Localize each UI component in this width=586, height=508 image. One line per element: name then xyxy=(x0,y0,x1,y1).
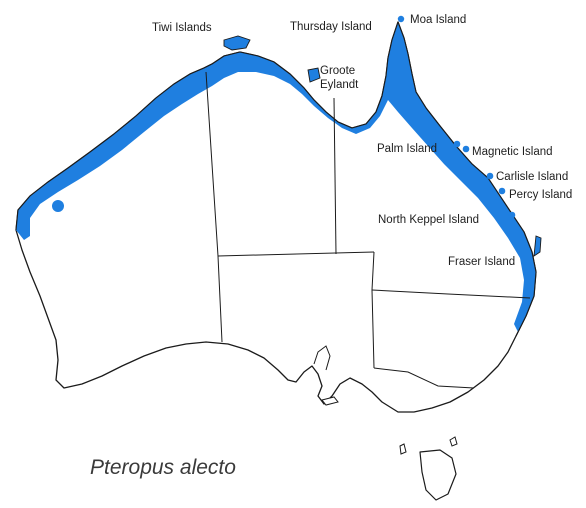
island-markers xyxy=(52,15,516,219)
label-eylandt: Eylandt xyxy=(320,79,359,91)
bass-strait-island-2 xyxy=(449,436,458,447)
label-thursday-island: Thursday Island xyxy=(290,21,372,33)
label-percy-island: Percy Island xyxy=(509,189,572,201)
coastline-north-east xyxy=(15,21,537,337)
kangaroo-island xyxy=(321,396,339,406)
gulf-detail xyxy=(313,345,331,371)
label-groote: Groote xyxy=(320,65,355,77)
range-band-coastal xyxy=(16,22,536,332)
label-tiwi-islands: Tiwi Islands xyxy=(152,22,212,34)
label-north-keppel-island: North Keppel Island xyxy=(378,214,479,226)
label-fraser-island: Fraser Island xyxy=(448,256,515,268)
western-range-dot xyxy=(52,200,64,212)
label-carlisle-island: Carlisle Island xyxy=(496,171,568,183)
moa-island-dot xyxy=(397,15,405,23)
bass-strait-island xyxy=(399,443,407,455)
species-caption: Pteropus alecto xyxy=(90,456,236,479)
percy-island-dot xyxy=(498,187,506,195)
tiwi-islands-shape xyxy=(223,35,251,51)
carlisle-island-dot xyxy=(486,172,494,180)
groote-eylandt-shape xyxy=(307,67,321,83)
palm-island-dot xyxy=(453,140,461,148)
north-keppel-island-dot xyxy=(508,211,516,219)
border-nt-qld xyxy=(333,97,337,255)
state-borders xyxy=(205,71,531,389)
tasmania xyxy=(419,449,457,501)
border-nt-sa xyxy=(217,251,375,257)
border-nsw-vic xyxy=(373,367,475,389)
label-moa-island: Moa Island xyxy=(410,14,466,26)
fraser-island-shape xyxy=(533,235,542,257)
magnetic-island-dot xyxy=(462,145,470,153)
border-qld-nsw xyxy=(371,289,531,299)
label-magnetic-island: Magnetic Island xyxy=(472,146,553,158)
label-palm-island: Palm Island xyxy=(377,143,437,155)
